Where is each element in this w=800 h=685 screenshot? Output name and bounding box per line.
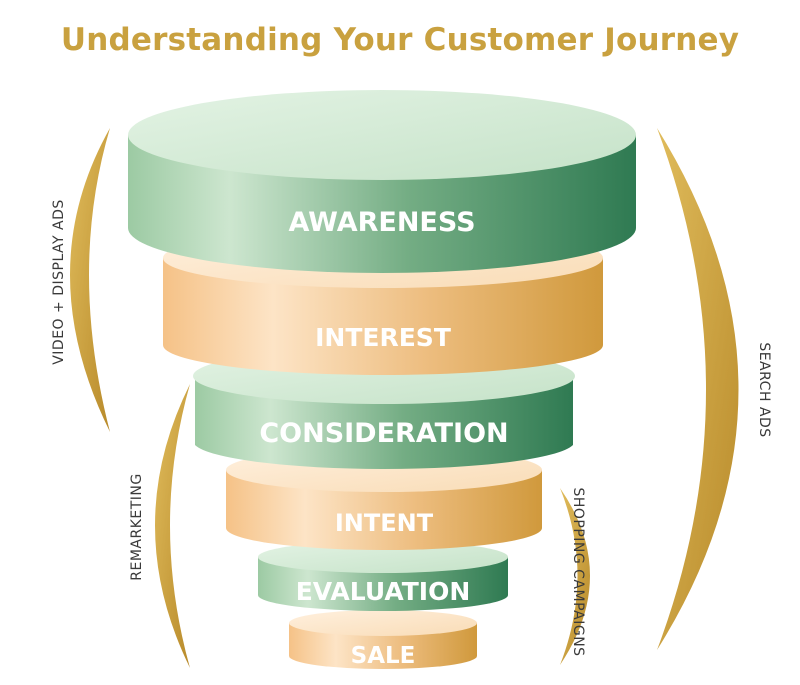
stage-label-interest: INTEREST	[315, 323, 451, 352]
stage-label-awareness: AWARENESS	[288, 207, 475, 238]
shopping-bracket-arc	[560, 488, 590, 665]
remarketing-bracket-arc	[155, 384, 190, 668]
video-display-label: VIDEO + DISPLAY ADS	[51, 199, 67, 365]
funnel-tier-awareness: AWARENESS	[128, 90, 636, 273]
remarketing-label: REMARKETING	[129, 473, 145, 581]
stage-label-consideration: CONSIDERATION	[259, 418, 508, 449]
search-ads-label: SEARCH ADS	[756, 342, 772, 437]
stage-label-evaluation: EVALUATION	[296, 577, 471, 606]
stage-label-intent: INTENT	[335, 509, 434, 537]
stage-label-sale: SALE	[351, 643, 416, 669]
video-display-bracket-arc	[70, 128, 110, 432]
funnel-tier-intent: INTENT	[226, 448, 542, 550]
funnel-tier-evaluation: EVALUATION	[258, 541, 508, 611]
shopping-campaigns-label: SHOPPING CAMPAIGNS	[570, 487, 586, 656]
search-bracket-arc	[657, 128, 739, 650]
funnel-tier-sale: SALE	[289, 610, 477, 669]
page-title: Understanding Your Customer Journey	[60, 22, 740, 58]
